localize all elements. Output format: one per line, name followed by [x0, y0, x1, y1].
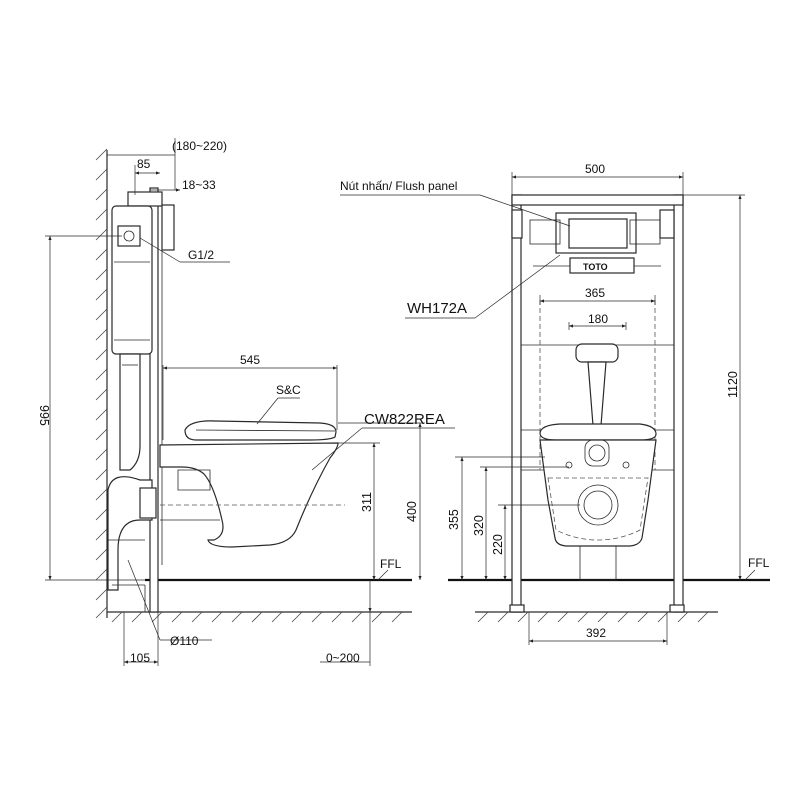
label-pipe: Ø110 — [170, 634, 199, 648]
label-g12: G1/2 — [188, 248, 214, 262]
dim-545: 545 — [240, 353, 260, 367]
label-model: CW822REA — [364, 411, 445, 428]
frame-post — [149, 187, 159, 613]
dim-220: 220 — [491, 534, 505, 555]
label-sc: S&C — [276, 383, 301, 397]
brand-plate-text: TOTO — [583, 262, 608, 272]
frame-post-right — [673, 194, 684, 613]
dim-500: 500 — [585, 162, 605, 176]
label-ffl-side: FFL — [380, 557, 402, 571]
dim-mount-range: (180~220) — [172, 139, 227, 153]
side-view: (180~220) 85 18~33 G1/2 545 S&C CW822REA… — [37, 138, 455, 666]
front-seat — [539, 423, 657, 441]
dim-105: 105 — [130, 651, 150, 665]
dim-400: 400 — [405, 501, 419, 522]
dim-311: 311 — [360, 492, 374, 512]
wall-hatch — [95, 148, 108, 619]
flush-pipe — [119, 353, 141, 471]
dim-995: 995 — [37, 405, 51, 426]
dim-18-33: 18~33 — [182, 178, 216, 192]
dim-180: 180 — [588, 312, 608, 326]
label-flush-panel: Nút nhấn/ Flush panel — [340, 179, 457, 193]
dim-392: 392 — [586, 626, 606, 640]
dim-365: 365 — [585, 286, 605, 300]
floor-structure — [107, 611, 412, 623]
brand-plate — [569, 257, 635, 274]
label-ffl-front: FFL — [748, 556, 770, 570]
dim-320: 320 — [472, 515, 486, 536]
dim-85: 85 — [137, 157, 151, 171]
dim-0-200: 0~200 — [326, 651, 360, 665]
toilet-bowl — [159, 442, 339, 548]
label-frame-model: WH172A — [407, 300, 467, 317]
frame-post-left — [511, 194, 522, 613]
dim-1120: 1120 — [726, 371, 740, 398]
front-bowl — [539, 439, 657, 547]
dim-355: 355 — [447, 509, 461, 530]
front-view: TOTO 500 Nút nhấn/ Flush panel WH172A — [340, 162, 770, 645]
